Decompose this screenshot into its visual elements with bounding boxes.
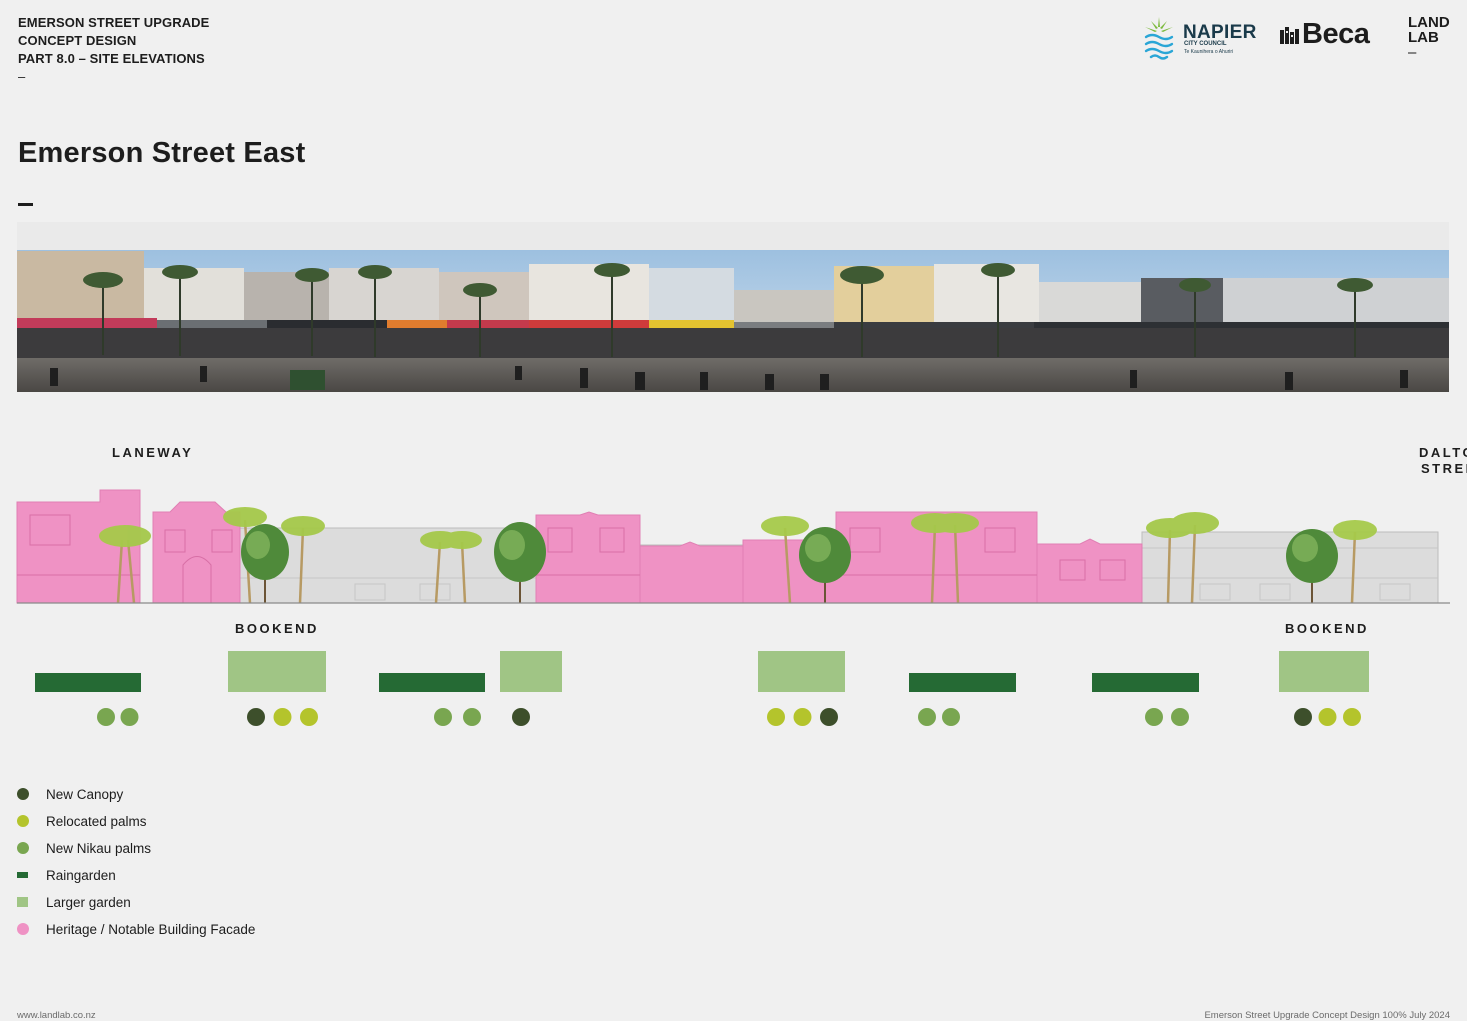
dalton-street-label-line1: DALTO (1419, 445, 1467, 460)
legend: New Canopy Relocated palms New Nikau pal… (17, 786, 255, 948)
elevation-drawing: LANEWAY DALTO STREI BOOKEND BOOKEND (16, 222, 1467, 726)
new-nikau-palms-swatch-icon (17, 842, 29, 854)
bookend-label-right: BOOKEND (1285, 621, 1369, 636)
napier-logo-text: NAPIER (1183, 22, 1257, 43)
landlab-logo-dash: – (1408, 44, 1417, 61)
relocated-palms-marker-icon (1318, 708, 1337, 726)
relocated-palms-marker-icon (273, 708, 292, 726)
legend-label: Larger garden (46, 895, 131, 910)
new-canopy-marker-icon (820, 708, 838, 726)
relocated-palms-marker-icon (1343, 708, 1361, 726)
raingarden-block (1092, 673, 1199, 692)
beca-logo-text: Beca (1302, 18, 1370, 50)
legend-item-relocated-palms: Relocated palms (17, 813, 255, 840)
new-nikau-palms-marker-icon (120, 708, 139, 726)
landlab-logo: LAND LAB – (1408, 15, 1450, 60)
new-nikau-palms-marker-icon (434, 708, 452, 726)
raingarden-block (35, 673, 141, 692)
relocated-palms-swatch-icon (17, 815, 29, 827)
heritage-facade (1036, 538, 1143, 604)
legend-label: Heritage / Notable Building Facade (46, 922, 256, 937)
napier-logo-maori-name: Te Kaunihera o Ahuriri (1184, 49, 1234, 55)
heritage-facades (16, 489, 1143, 604)
street-panorama-photo (17, 222, 1449, 392)
planting-plan-gardens (35, 651, 1369, 692)
raingarden-swatch-icon (17, 872, 28, 878)
footer-website: www.landlab.co.nz (17, 1010, 96, 1021)
header-line-project: EMERSON STREET UPGRADE (18, 15, 210, 30)
legend-label: Raingarden (46, 868, 116, 883)
larger-garden-block (758, 651, 845, 692)
header-line-part: PART 8.0 – SITE ELEVATIONS (18, 51, 205, 66)
planting-plan-trees (97, 708, 1361, 726)
beca-mark-icon (1280, 27, 1299, 44)
new-canopy-marker-icon (1294, 708, 1312, 726)
heritage-facade-swatch-icon (17, 923, 29, 935)
larger-garden-block (1279, 651, 1369, 692)
new-nikau-palms-marker-icon (97, 708, 115, 726)
landlab-logo-line1: LAND (1408, 14, 1450, 31)
title-dash (18, 203, 33, 206)
footer-document-info: Emerson Street Upgrade Concept Design 10… (1204, 1010, 1450, 1021)
header-dash: – (18, 69, 26, 84)
new-nikau-palms-marker-icon (463, 708, 481, 726)
new-canopy-swatch-icon (17, 788, 29, 800)
legend-label: Relocated palms (46, 814, 147, 829)
relocated-palms-marker-icon (793, 708, 812, 726)
bookend-label-left: BOOKEND (235, 621, 319, 636)
legend-item-new-canopy: New Canopy (17, 786, 255, 813)
new-nikau-palms-marker-icon (918, 708, 936, 726)
site-elevation (16, 489, 1450, 604)
page-title: Emerson Street East (18, 137, 306, 169)
larger-garden-block (500, 651, 562, 692)
legend-item-heritage-facade: Heritage / Notable Building Facade (17, 921, 255, 948)
legend-item-larger-garden: Larger garden (17, 894, 255, 921)
larger-garden-block (228, 651, 326, 692)
heritage-facade (639, 541, 744, 604)
new-nikau-palms-marker-icon (1145, 708, 1163, 726)
legend-label: New Canopy (46, 787, 124, 802)
napier-logo-subtitle: CITY COUNCIL (1184, 41, 1227, 47)
raingarden-block (379, 673, 485, 692)
heritage-facade (535, 511, 641, 604)
legend-label: New Nikau palms (46, 841, 152, 856)
new-nikau-palms-marker-icon (1171, 708, 1189, 726)
legend-item-new-nikau-palms: New Nikau palms (17, 840, 255, 867)
new-canopy-marker-icon (512, 708, 530, 726)
raingarden-block (909, 673, 1016, 692)
relocated-palms-marker-icon (767, 708, 785, 726)
relocated-palms-marker-icon (300, 708, 318, 726)
new-nikau-palms-marker-icon (942, 708, 960, 726)
document-header: EMERSON STREET UPGRADE CONCEPT DESIGN PA… (18, 14, 209, 86)
laneway-label: LANEWAY (112, 445, 193, 460)
larger-garden-swatch-icon (17, 897, 28, 907)
legend-item-raingarden: Raingarden (17, 867, 255, 894)
napier-logo-icon (1144, 17, 1174, 60)
header-line-stage: CONCEPT DESIGN (18, 33, 137, 48)
dalton-street-label-line2: STREI (1421, 461, 1467, 476)
new-canopy-marker-icon (247, 708, 265, 726)
landlab-logo-line2: LAB (1408, 29, 1439, 46)
